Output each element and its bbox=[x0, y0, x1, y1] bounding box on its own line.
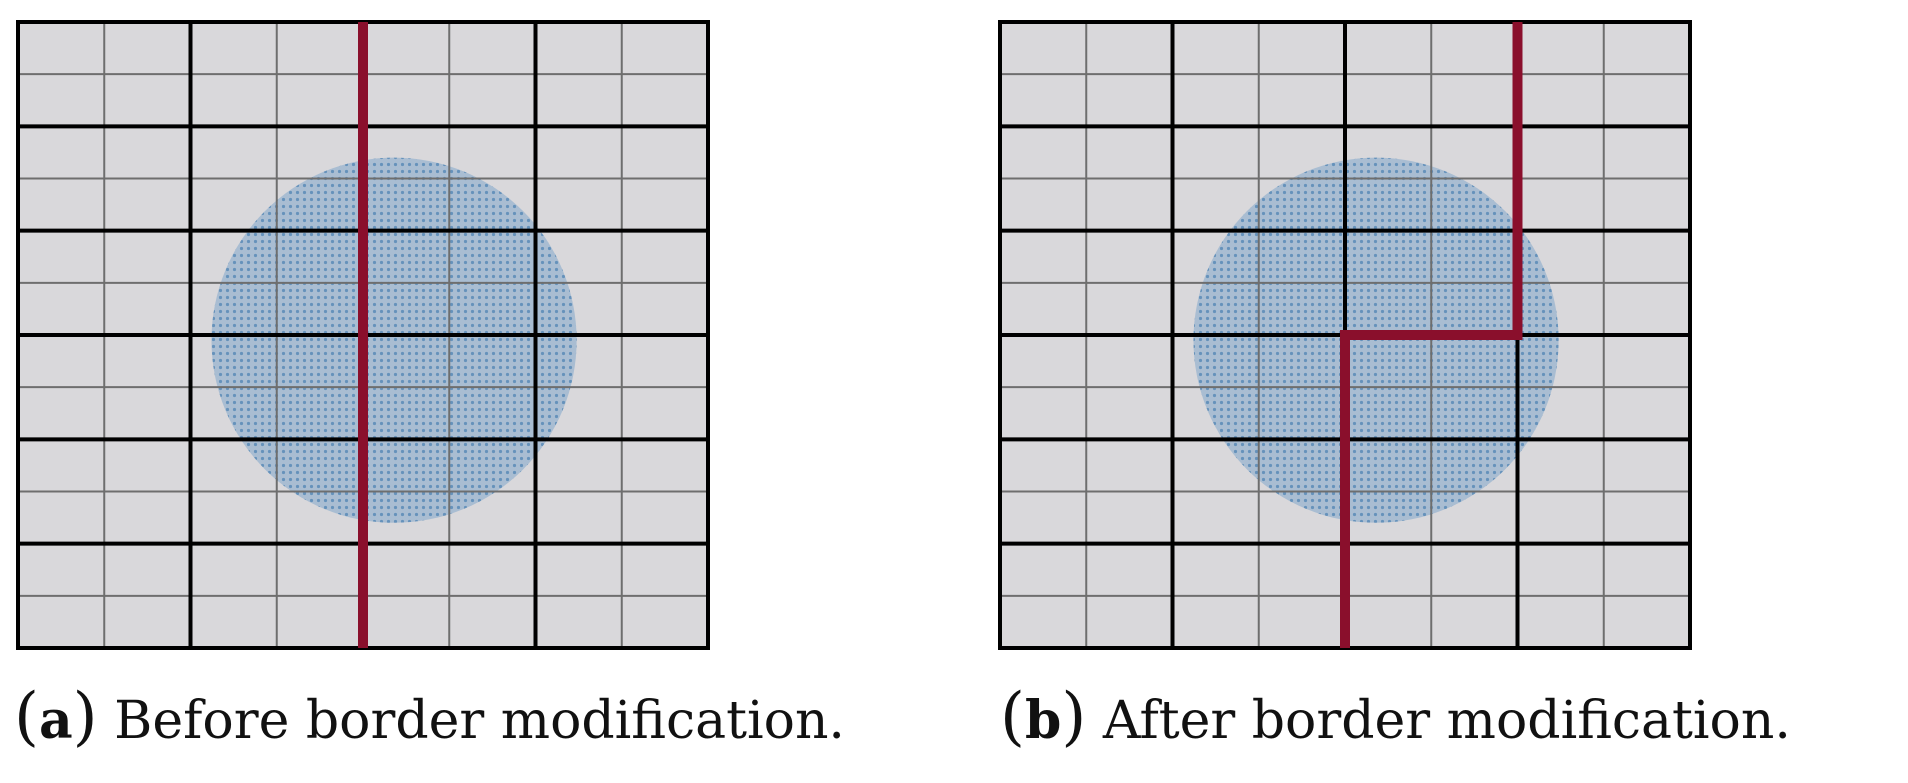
panel-b-circular-region bbox=[1193, 157, 1559, 523]
panel-b-after-border-modification bbox=[998, 20, 1692, 650]
caption-b-text: After border modification. bbox=[1102, 691, 1791, 751]
caption-a: (a) Before border modification. bbox=[14, 685, 845, 749]
panel-b-partition-border bbox=[1340, 22, 1523, 648]
a-region-dots bbox=[211, 157, 577, 523]
b-border-line bbox=[1340, 22, 1523, 648]
caption-a-label: a bbox=[38, 690, 73, 751]
caption-a-open-paren: ( bbox=[14, 680, 39, 754]
panel-a-before-border-modification bbox=[16, 20, 710, 650]
caption-b-label: b bbox=[1024, 690, 1062, 751]
b-region-dots bbox=[1193, 157, 1559, 523]
panel-a-circular-region bbox=[211, 157, 577, 523]
caption-b-open-paren: ( bbox=[1000, 680, 1025, 754]
caption-a-text: Before border modification. bbox=[114, 691, 845, 751]
caption-b: (b) After border modification. bbox=[1000, 685, 1791, 749]
caption-a-close-paren: ) bbox=[72, 680, 98, 754]
caption-b-close-paren: ) bbox=[1061, 680, 1087, 754]
